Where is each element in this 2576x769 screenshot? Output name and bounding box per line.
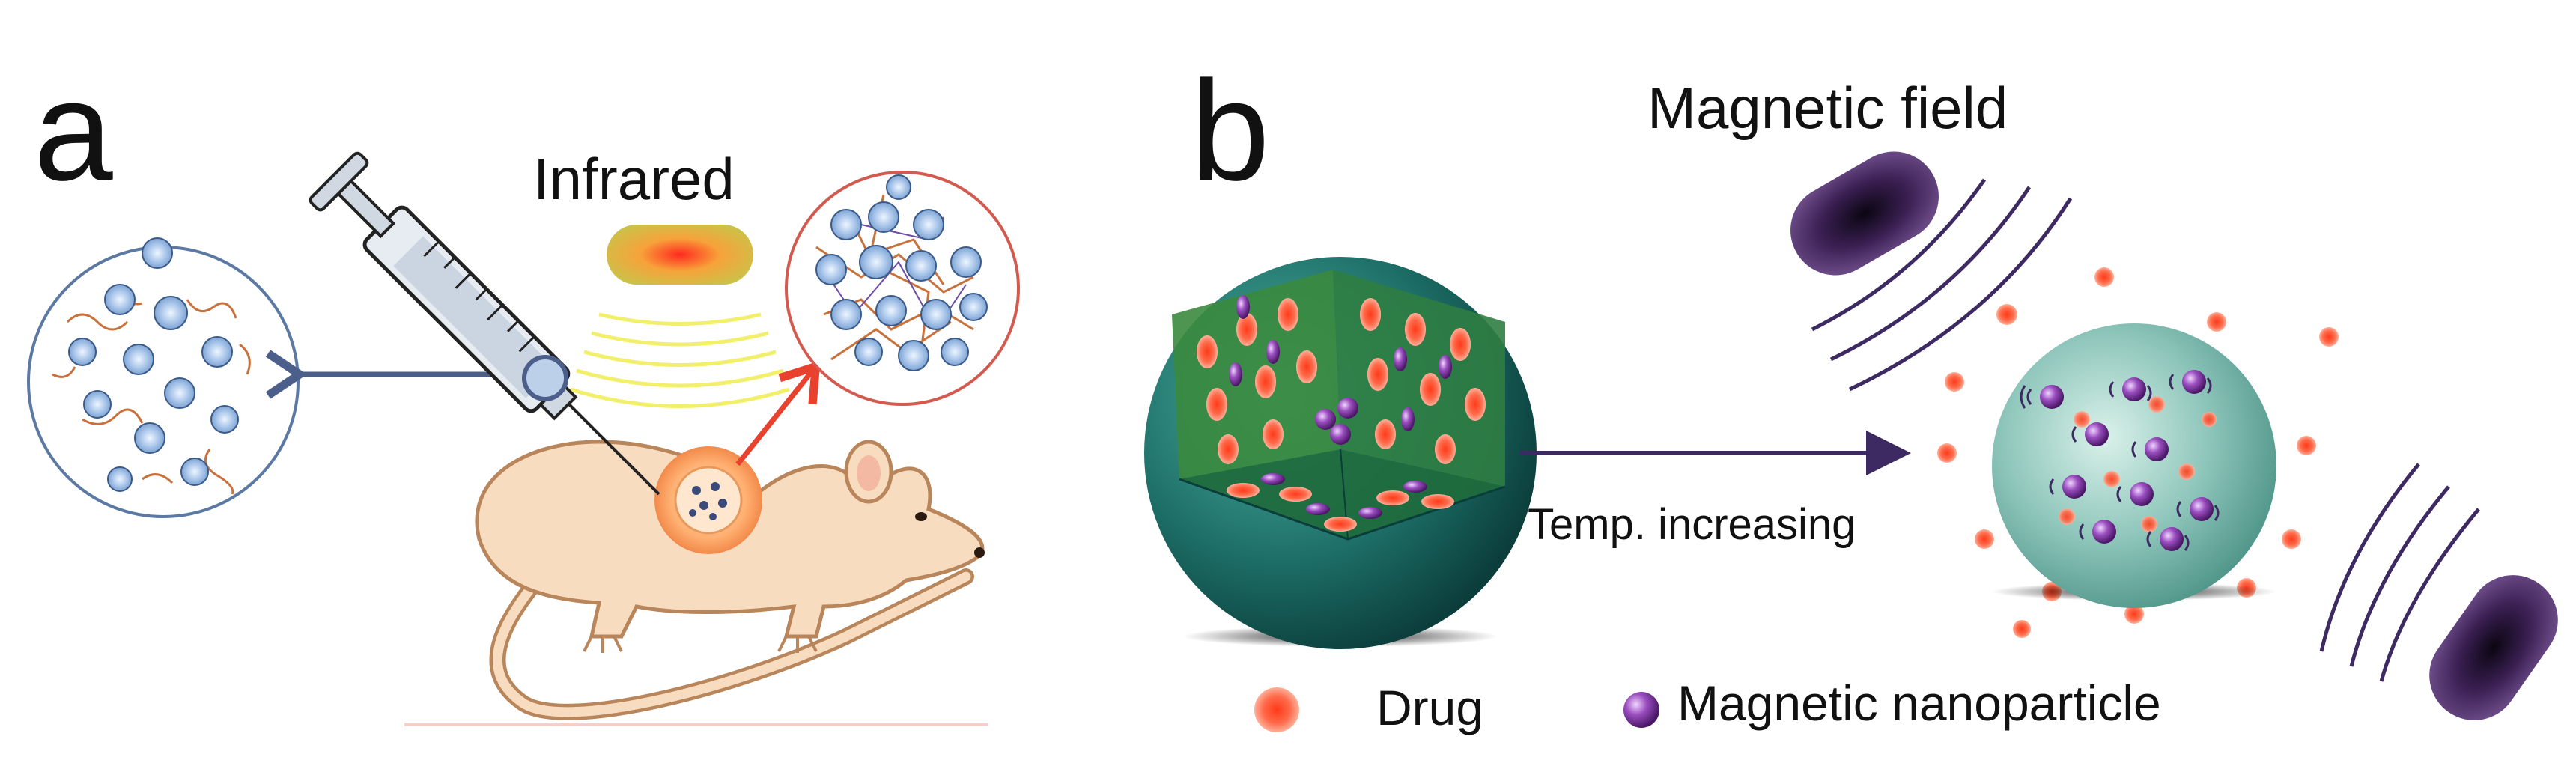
legend-drug-label: Drug [1376,680,1484,735]
infrared-lamp-icon [607,225,753,285]
legend-nanoparticle-marker [1623,692,1659,728]
capsule-sphere-icon [1144,257,1537,649]
gel-arrow [735,360,821,466]
legend-nanoparticle-label: Magnetic nanoparticle [1677,675,2161,731]
infrared-waves [570,312,790,408]
temp-increasing-label: Temp. increasing [1528,500,1856,549]
vibrating-nanoparticles [2020,370,2220,551]
gel-state-circle [785,171,1020,406]
magnetic-field-lines-upper [1811,178,2073,392]
gel-particles [68,237,239,492]
magnet-icon [1790,151,1939,276]
panel-a [27,151,1020,726]
magnet-icon-lower [2429,575,2558,720]
magnetic-sphere [1992,323,2276,608]
panel-b [1144,151,2558,732]
magnetic-field-label: Magnetic field [1647,75,2008,141]
legend-drug-marker [1254,687,1299,732]
released-drugs [1937,267,2339,638]
injection-site [654,446,762,554]
panel-a-letter: a [34,52,113,210]
syringe-icon [309,151,660,496]
sol-state-circle [27,237,300,518]
panel-b-letter: b [1191,52,1270,210]
infrared-label: Infrared [533,146,735,212]
magnetic-field-lines-lower [2319,463,2480,682]
